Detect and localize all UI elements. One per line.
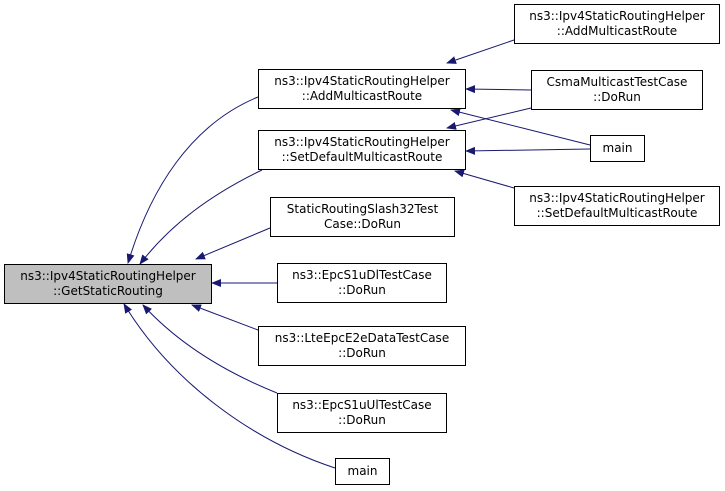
node-lte-epc-e2e[interactable]: ns3::LteEpcE2eDataTestCase ::DoRun [258, 326, 466, 366]
edge-staticroutingslash32-to-getstaticrouting [195, 227, 271, 260]
node-label-line1: CsmaMulticastTestCase [546, 75, 688, 89]
node-label-line2: ::DoRun [338, 283, 386, 297]
node-label-line1: StaticRoutingSlash32Test [286, 202, 439, 216]
edge-addmulticastroute-to-getstaticrouting [126, 96, 259, 264]
node-label-line1: ns3::Ipv4StaticRoutingHelper [20, 269, 196, 283]
node-set-default-multicast-route[interactable]: ns3::Ipv4StaticRoutingHelper ::SetDefaul… [258, 130, 466, 170]
node-csma-multicast[interactable]: CsmaMulticastTestCase ::DoRun [531, 70, 703, 110]
edge-epcs1uul-to-getstaticrouting [142, 304, 278, 394]
edge-csmamulticast-to-setdefaultmulticastroute [446, 107, 532, 130]
edge-addmulticastroute-top-to-addmulticastroute [446, 39, 515, 64]
node-label-line2: ::DoRun [593, 90, 641, 104]
edge-setdefaultright-to-setdefaultmulticastroute [454, 169, 515, 189]
node-label-line1: main [602, 141, 633, 155]
node-label-line1: ns3::Ipv4StaticRoutingHelper [274, 74, 450, 88]
node-label-line2: ::GetStaticRouting [53, 284, 163, 298]
node-epc-s1u-ul[interactable]: ns3::EpcS1uUlTestCase ::DoRun [277, 393, 447, 433]
edge-main-right-to-setdefaultmulticastroute [465, 146, 591, 155]
node-label-line2: ::SetDefaultMulticastRoute [536, 206, 698, 220]
node-main-right[interactable]: main [590, 135, 645, 162]
node-label-line1: ns3::EpcS1uUlTestCase [292, 398, 432, 412]
node-set-default-multicast-route-right[interactable]: ns3::Ipv4StaticRoutingHelper ::SetDefaul… [514, 186, 720, 226]
node-label-line1: ns3::Ipv4StaticRoutingHelper [274, 135, 450, 149]
node-static-routing-slash32[interactable]: StaticRoutingSlash32Test Case::DoRun [270, 197, 455, 237]
node-label-line2: ::DoRun [338, 413, 386, 427]
edge-main-bottom-to-getstaticrouting [123, 303, 336, 469]
node-add-multicast-route-top[interactable]: ns3::Ipv4StaticRoutingHelper ::AddMultic… [514, 4, 720, 44]
edge-main-right-to-addmulticastroute [450, 108, 591, 146]
edge-setdefaultmulticastroute-to-getstaticrouting [139, 169, 263, 265]
node-label-line1: ns3::Ipv4StaticRoutingHelper [529, 191, 705, 205]
node-epc-s1u-dl[interactable]: ns3::EpcS1uDlTestCase ::DoRun [277, 263, 447, 303]
node-label-line2: ::AddMulticastRoute [301, 89, 423, 103]
node-add-multicast-route[interactable]: ns3::Ipv4StaticRoutingHelper ::AddMultic… [258, 69, 466, 109]
node-label-line1: ns3::EpcS1uDlTestCase [292, 268, 432, 282]
node-label-line1: ns3::Ipv4StaticRoutingHelper [529, 9, 705, 23]
node-label-line2: ::SetDefaultMulticastRoute [281, 150, 443, 164]
node-main-bottom[interactable]: main [335, 458, 390, 485]
node-label-line2: ::DoRun [338, 346, 386, 360]
node-label-line2: Case::DoRun [323, 217, 402, 231]
node-get-static-routing: ns3::Ipv4StaticRoutingHelper ::GetStatic… [4, 264, 212, 304]
node-label-line1: ns3::LteEpcE2eDataTestCase [274, 331, 450, 345]
edge-lteepce2e-to-getstaticrouting [191, 304, 259, 331]
node-label-line1: main [347, 464, 378, 478]
node-label-line2: ::AddMulticastRoute [556, 24, 678, 38]
edge-csmamulticast-to-addmulticastroute [465, 85, 532, 94]
